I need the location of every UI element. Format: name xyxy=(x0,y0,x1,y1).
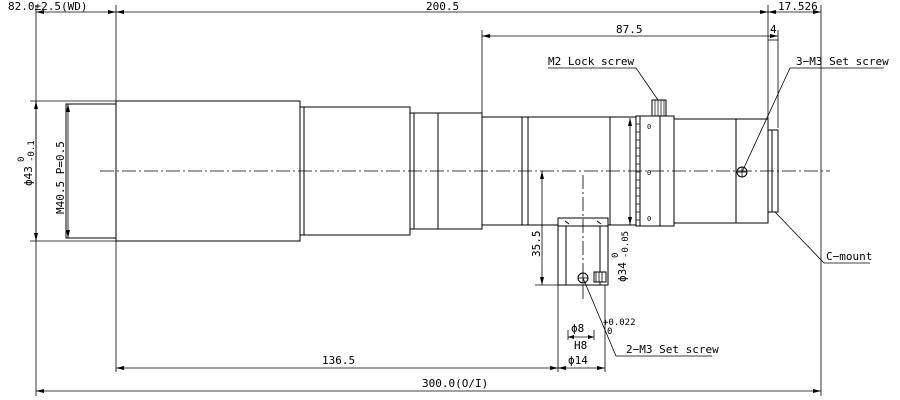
dim-front-offset: 136.5 xyxy=(322,354,355,367)
dim-oi: 300.0(O/I) xyxy=(422,377,488,390)
boss-side-screw xyxy=(593,271,607,283)
focus-knurl xyxy=(636,123,640,221)
dim-mount-tol-low: -0.05 xyxy=(621,231,631,258)
dimension-lines xyxy=(34,10,821,393)
dim-mount-dia: ϕ34 xyxy=(616,262,629,282)
dim-front-tol-hi: 0 xyxy=(17,157,27,162)
scale-mark-top: 0 xyxy=(647,123,651,131)
dim-pin-tol-hi: +0.022 xyxy=(603,318,636,328)
dim-flange: 17.526 xyxy=(778,0,818,13)
label-c-mount: C−mount xyxy=(826,250,872,263)
label-2-m3-set-screw: 2−M3 Set screw xyxy=(626,343,719,356)
lens-body: 0 0 0 xyxy=(65,99,779,286)
label-3-m3-set-screw: 3−M3 Set screw xyxy=(796,55,889,68)
dim-pin-fit: H8 xyxy=(574,339,587,352)
dim-rear-gap: 4 xyxy=(770,23,777,36)
scale-mark-bottom: 0 xyxy=(647,215,651,223)
dim-thread: M40.5 P=0.5 xyxy=(54,141,67,214)
scale-mark-mid: 0 xyxy=(647,169,651,177)
lock-screw-icon xyxy=(651,99,667,117)
callout-labels: M2 Lock screw 3−M3 Set screw C−mount 2−M… xyxy=(548,55,889,356)
dim-front-tol-lo: -0.1 xyxy=(27,140,37,162)
dim-front-dia: ϕ43 xyxy=(22,166,35,186)
dimension-texts: 82.0±2.5(WD) 200.5 17.526 87.5 4 136.5 3… xyxy=(8,0,818,390)
dim-wd: 82.0±2.5(WD) xyxy=(8,0,87,13)
dim-height-35: 35.5 xyxy=(530,231,543,258)
label-m2-lock-screw: M2 Lock screw xyxy=(548,55,634,68)
dim-rear-length: 87.5 xyxy=(616,23,643,36)
dim-pin-dia: ϕ8 xyxy=(571,322,584,335)
center-lines xyxy=(100,170,830,300)
dim-total-length: 200.5 xyxy=(426,0,459,13)
dim-boss-dia: ϕ14 xyxy=(568,354,588,367)
dim-pin-tol-lo: 0 xyxy=(607,327,612,337)
dim-mount-tol: 0 xyxy=(611,253,621,258)
leader-lines xyxy=(548,67,884,357)
